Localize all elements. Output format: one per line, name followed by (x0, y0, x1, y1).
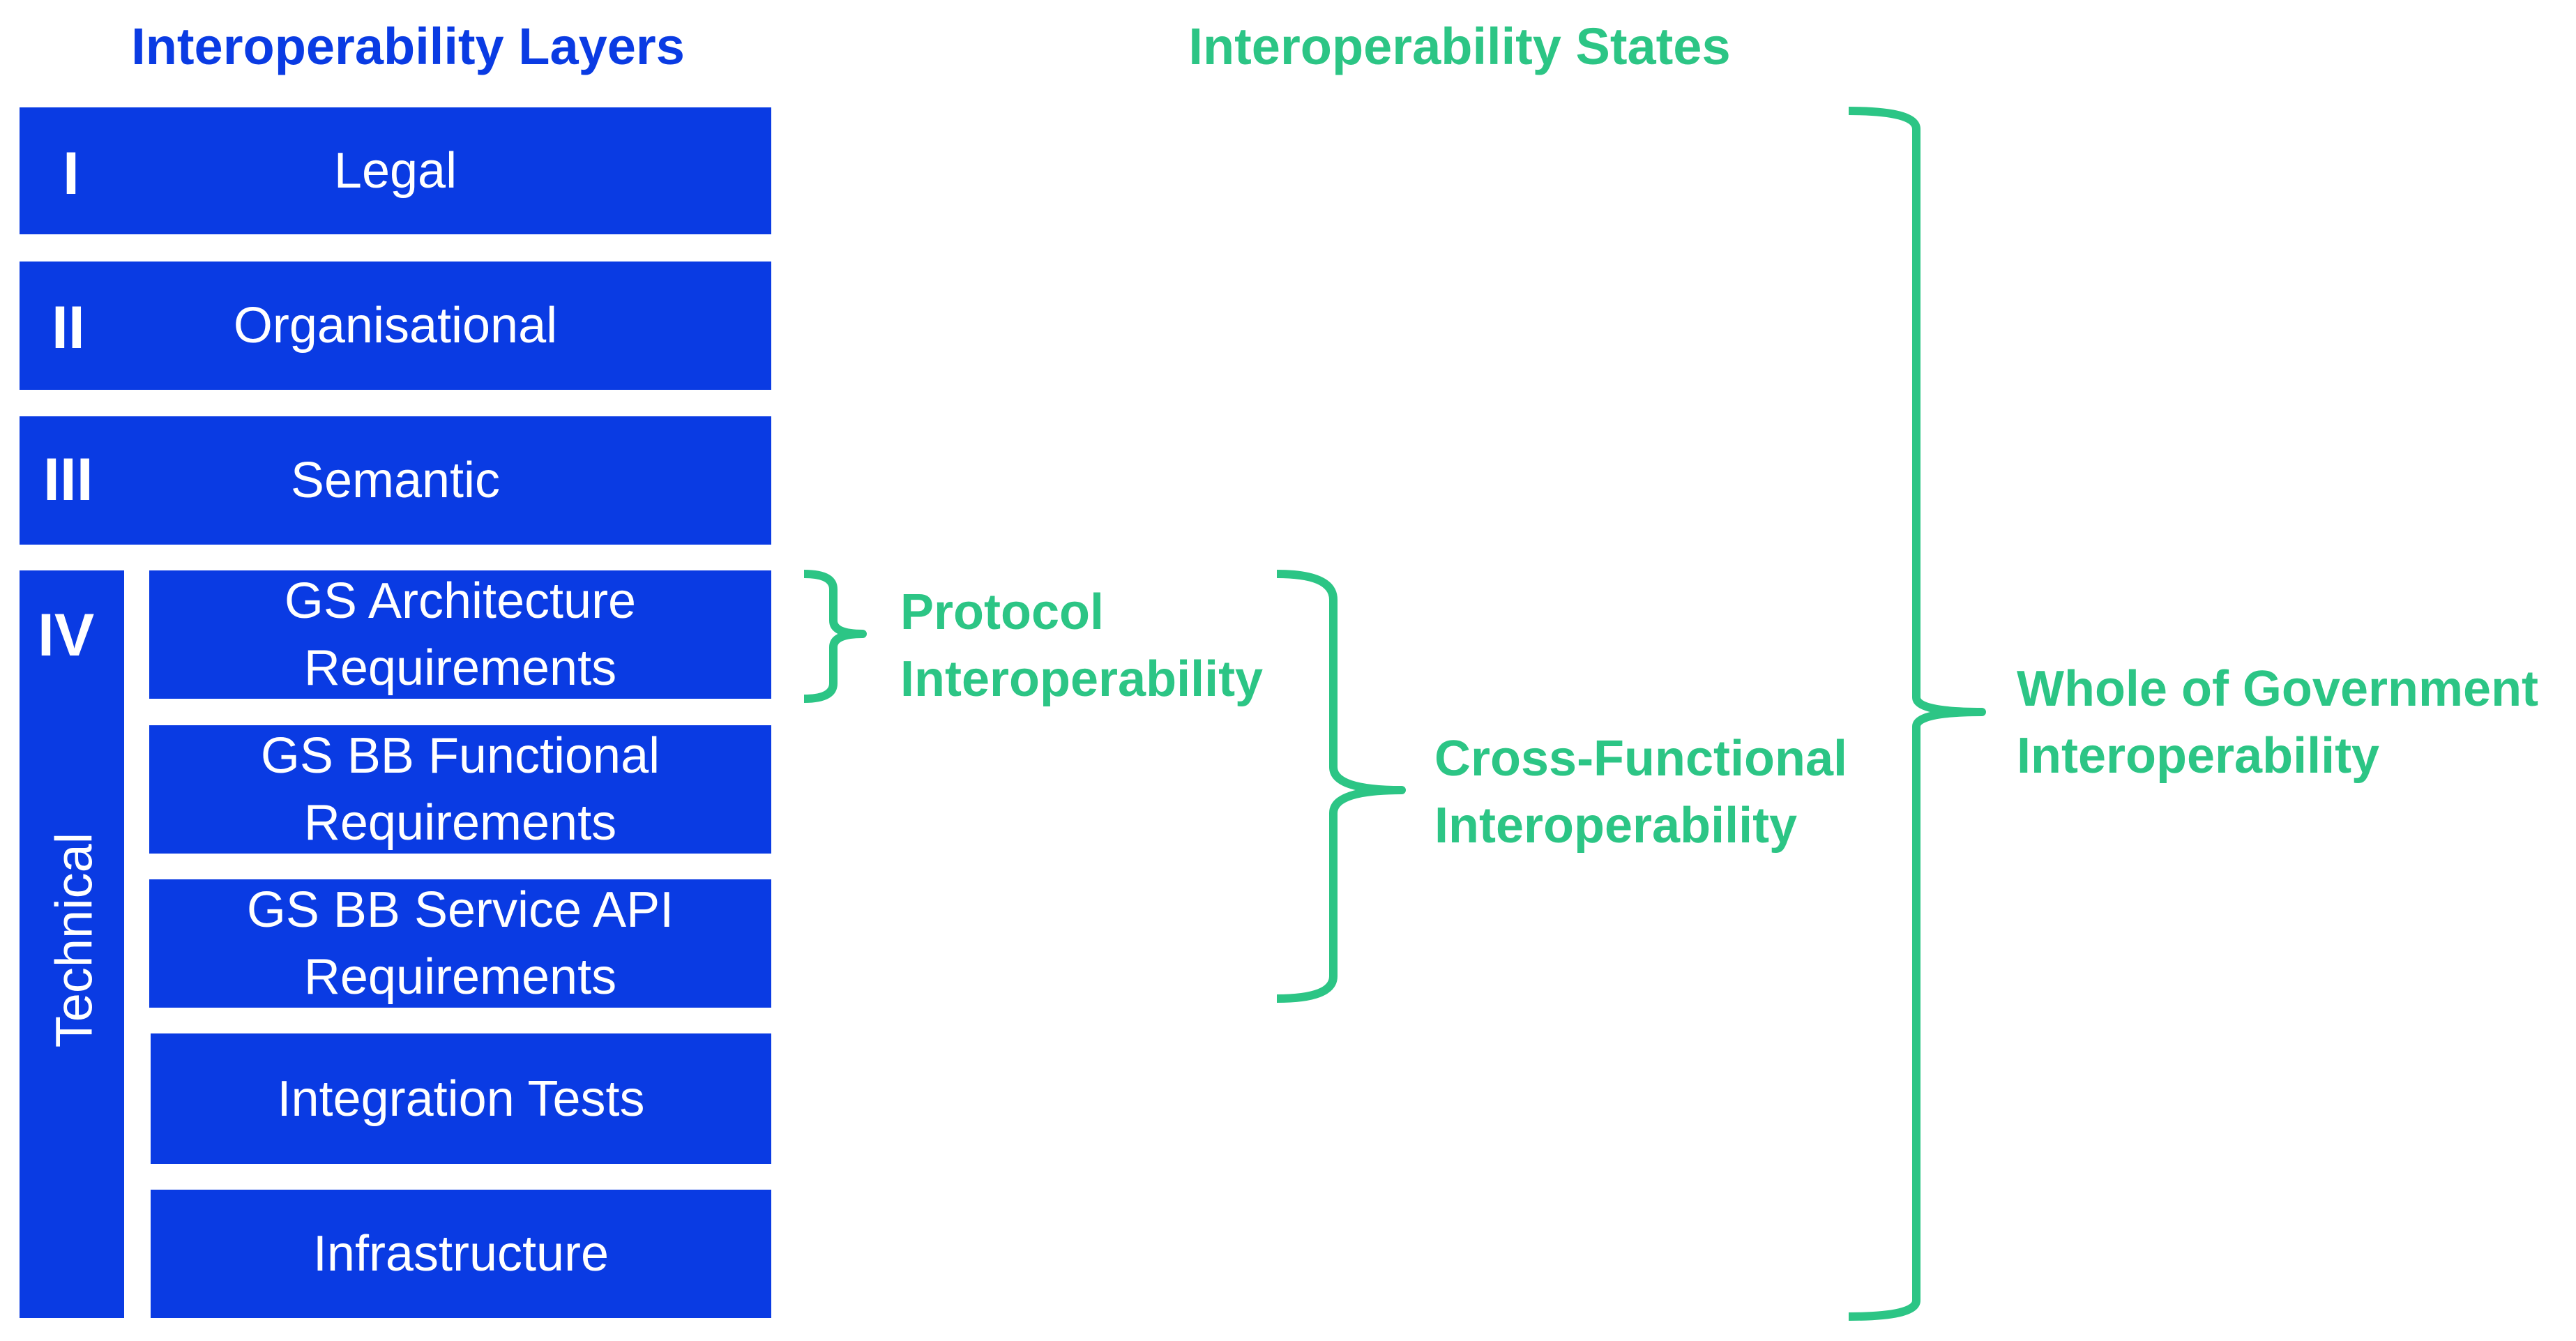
state-whole-of-government: Whole of Government Interoperability (2017, 656, 2538, 789)
sublayer-gs-bb-functional: GS BB Functional Requirements (149, 725, 771, 854)
cross-functional-bracket (1276, 570, 1406, 1003)
protocol-bracket (803, 570, 867, 703)
state-label-line2: Interoperability (1434, 798, 1798, 854)
states-title: Interoperability States (1188, 17, 1731, 75)
sublayer-label-line2: Requirements (303, 949, 617, 1005)
sublayer-label: Integration Tests (277, 1070, 645, 1127)
sublayer-gs-bb-service-api: GS BB Service API Requirements (149, 879, 771, 1008)
state-cross-functional: Cross-Functional Interoperability (1434, 725, 1847, 859)
state-label-line1: Cross-Functional (1434, 731, 1848, 787)
sublayer-gs-architecture: GS Architecture Requirements (149, 570, 771, 699)
state-protocol: Protocol Interoperability (900, 579, 1263, 713)
sublayer-label-line1: GS BB Service API (246, 882, 674, 938)
whole-of-government-bracket (1848, 107, 1986, 1321)
layer-numeral: III (43, 446, 93, 513)
layer-label: Semantic (290, 453, 501, 508)
state-label-line2: Interoperability (2017, 728, 2380, 784)
sublayer-label: GS BB Service API Requirements (149, 877, 771, 1010)
layers-title: Interoperability Layers (131, 17, 685, 75)
layer-semantic: III Semantic (20, 416, 771, 545)
state-label-line1: Protocol (900, 584, 1105, 640)
sublayer-label-line2: Requirements (303, 640, 617, 696)
layer-numeral: II (52, 294, 85, 361)
layer-numeral: IV (38, 602, 95, 669)
layer-organisational: II Organisational (20, 262, 771, 390)
sublayer-label: GS BB Functional Requirements (149, 722, 771, 856)
sublayer-integration-tests: Integration Tests (151, 1033, 771, 1164)
sublayer-label: Infrastructure (312, 1226, 609, 1282)
sublayer-label-line2: Requirements (303, 795, 617, 851)
sublayer-label-line1: GS Architecture (284, 573, 637, 629)
layer-label: Organisational (233, 298, 558, 354)
layer-legal: I Legal (20, 107, 771, 234)
layer-technical: IV Technical (20, 570, 124, 1318)
sublayer-label: GS Architecture Requirements (149, 568, 771, 702)
state-label-line2: Interoperability (900, 651, 1264, 707)
sublayer-label-line1: GS BB Functional (260, 728, 660, 784)
layer-numeral: I (63, 140, 79, 207)
layer-label: Legal (333, 143, 457, 199)
sublayer-infrastructure: Infrastructure (151, 1190, 771, 1318)
state-label-line1: Whole of Government (2017, 661, 2539, 717)
